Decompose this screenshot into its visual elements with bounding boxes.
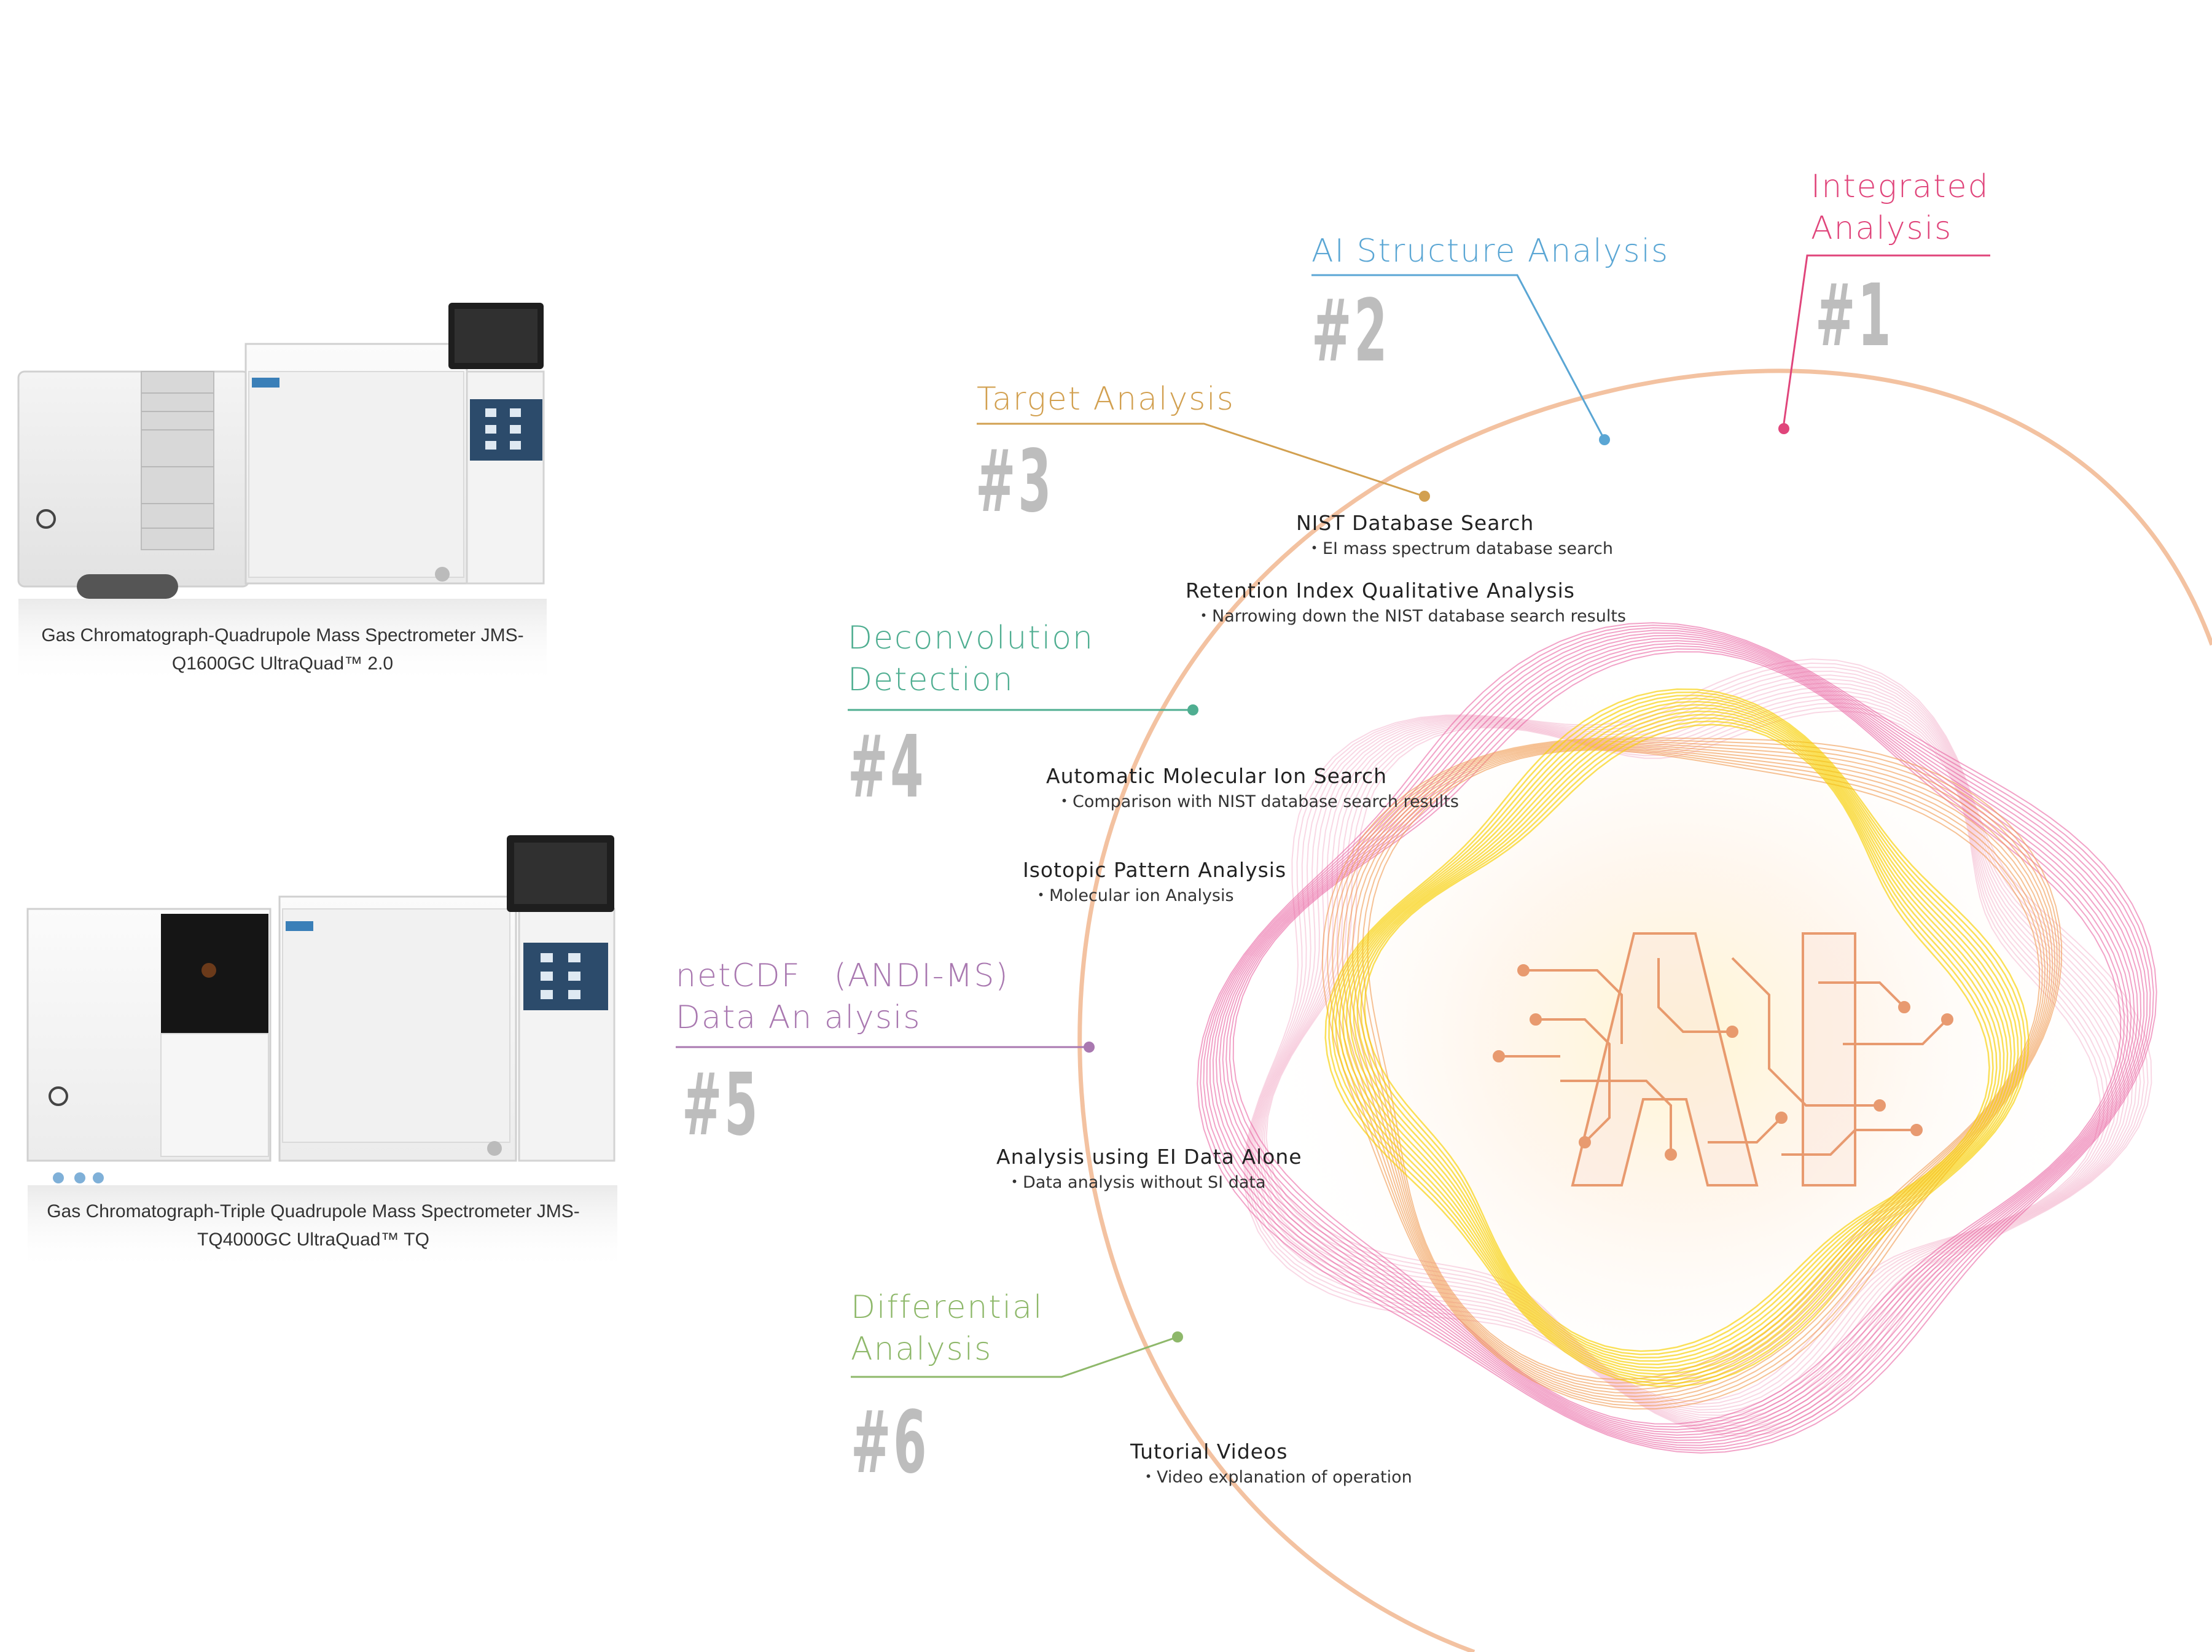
dot-3 [1419, 491, 1430, 502]
wave-line [1243, 658, 2152, 1437]
wave-line [1258, 695, 2117, 1413]
category-label-1: Integrated Analysis [1811, 166, 1990, 249]
wave-line [1225, 645, 2128, 1431]
wave-line [1246, 666, 2145, 1432]
feature-item-1: NIST Database Search ・EI mass spectrum d… [1296, 510, 1613, 561]
connector-1 [1782, 254, 1990, 429]
feature-item-3: Automatic Molecular Ion Search ・Comparis… [1046, 763, 1459, 814]
wave-line [1346, 744, 2051, 1394]
feature-subtitle: ・Data analysis without SI data [1006, 1173, 1266, 1192]
feature-title: Tutorial Videos [1130, 1440, 1288, 1463]
feature-title: Isotopic Pattern Analysis [1023, 858, 1287, 882]
feature-item-6: Tutorial Videos ・Video explanation of op… [1130, 1438, 1412, 1490]
category-number-2: #2 [1311, 281, 1390, 381]
wave-line [1339, 701, 2015, 1375]
feature-subtitle: ・EI mass spectrum database search [1306, 539, 1613, 558]
dot-5 [1084, 1042, 1095, 1053]
category-label-5: netCDF (ANDI-MS) Data An alysis [676, 955, 1009, 1038]
category-label-3: Target Analysis [977, 378, 1235, 420]
main-arc [1077, 368, 2212, 1652]
category-3-line-1: Target Analysis [977, 381, 1235, 418]
feature-title: NIST Database Search [1296, 511, 1534, 535]
category-4-line-1: Deconvolution [848, 620, 1094, 657]
wave-line [1209, 632, 2145, 1444]
instrument-image-2 [26, 835, 617, 1271]
wave-line [1229, 648, 2125, 1428]
instrument-image-1 [17, 303, 547, 685]
category-4-line-2: Detection [848, 661, 1014, 698]
category-2-line-1: AI Structure Analysis [1311, 233, 1670, 270]
wave-line [1327, 739, 2060, 1407]
wave-line [1248, 670, 2141, 1430]
category-number-4: #4 [848, 717, 926, 817]
wave-line [1219, 640, 2135, 1436]
wave-line [1232, 651, 2122, 1425]
dot-4 [1187, 704, 1198, 715]
category-number-6: #6 [851, 1393, 929, 1493]
connector-2 [1311, 274, 1606, 440]
feature-subtitle: ・Narrowing down the NIST database search… [1195, 607, 1626, 626]
wave-line [1342, 704, 2012, 1372]
wave-line [1356, 717, 1998, 1359]
wave-line [1265, 710, 2101, 1403]
wave-line [1324, 688, 2030, 1388]
category-5-line-1: netCDF (ANDI-MS) [676, 957, 1009, 994]
category-label-4: Deconvolution Detection [848, 617, 1094, 701]
category-number-3: #3 [975, 432, 1054, 532]
wave-line [1337, 742, 2056, 1401]
category-1-line-2: Analysis [1811, 210, 1953, 247]
feature-item-4: Isotopic Pattern Analysis ・Molecular ion… [1023, 857, 1286, 908]
dot-1 [1778, 423, 1789, 434]
category-number-1: #1 [1815, 266, 1894, 366]
wave-line [1197, 622, 2157, 1454]
wave-line [1321, 737, 2063, 1410]
category-label-6: Differential Analysis [851, 1287, 1043, 1370]
wave-line [1342, 743, 2054, 1397]
connector-3 [977, 423, 1425, 497]
feature-item-2: Retention Index Qualitative Analysis ・Na… [1186, 577, 1626, 629]
wave-line [1345, 707, 2009, 1369]
feature-subtitle: ・Comparison with NIST database search re… [1056, 792, 1459, 811]
instrument-caption-1: Gas Chromatograph-Quadrupole Mass Spectr… [41, 625, 524, 674]
feature-subtitle: ・Video explanation of operation [1140, 1468, 1412, 1487]
wave-line [1254, 686, 2125, 1419]
category-5-line-2: Data An alysis [676, 999, 921, 1036]
dot-6 [1172, 1331, 1183, 1342]
wave-line [1215, 637, 2139, 1439]
wave-line [1206, 629, 2148, 1446]
feature-subtitle: ・Molecular ion Analysis [1033, 886, 1234, 905]
wave-line [1360, 720, 1994, 1355]
category-label-2: AI Structure Analysis [1311, 230, 1669, 272]
wave-line [1353, 714, 2001, 1362]
wave-line [1212, 634, 2142, 1441]
wave-line [1331, 694, 2023, 1382]
wave-line [1222, 642, 2132, 1433]
wave-line [1200, 625, 2154, 1451]
wave-line [1364, 723, 1990, 1352]
category-6-line-1: Differential [851, 1289, 1044, 1326]
wave-line [1264, 706, 2105, 1405]
connector-6 [851, 1336, 1178, 1378]
wave-line [1335, 697, 2019, 1379]
instrument-caption-2: Gas Chromatograph-Triple Quadrupole Mass… [47, 1201, 580, 1250]
ai-circuit-emblem [1493, 932, 1953, 1186]
wave-line [1245, 662, 2149, 1435]
wave-line [1262, 702, 2109, 1408]
feature-title: Retention Index Qualitative Analysis [1186, 579, 1575, 602]
wave-line [1260, 698, 2114, 1411]
dot-2 [1599, 434, 1610, 445]
wave-line [1328, 692, 2026, 1384]
wave-line [1349, 711, 2005, 1365]
wave-line [1256, 690, 2122, 1416]
category-6-line-2: Analysis [851, 1331, 993, 1368]
category-number-5: #5 [682, 1055, 760, 1155]
wave-ribbons [1197, 622, 2157, 1454]
feature-title: Analysis using EI Data Alone [996, 1145, 1302, 1169]
feature-item-5: Analysis using EI Data Alone ・Data analy… [996, 1144, 1302, 1195]
feature-title: Automatic Molecular Ion Search [1046, 764, 1388, 788]
category-1-line-1: Integrated [1811, 168, 1990, 205]
wave-line [1203, 627, 2151, 1449]
